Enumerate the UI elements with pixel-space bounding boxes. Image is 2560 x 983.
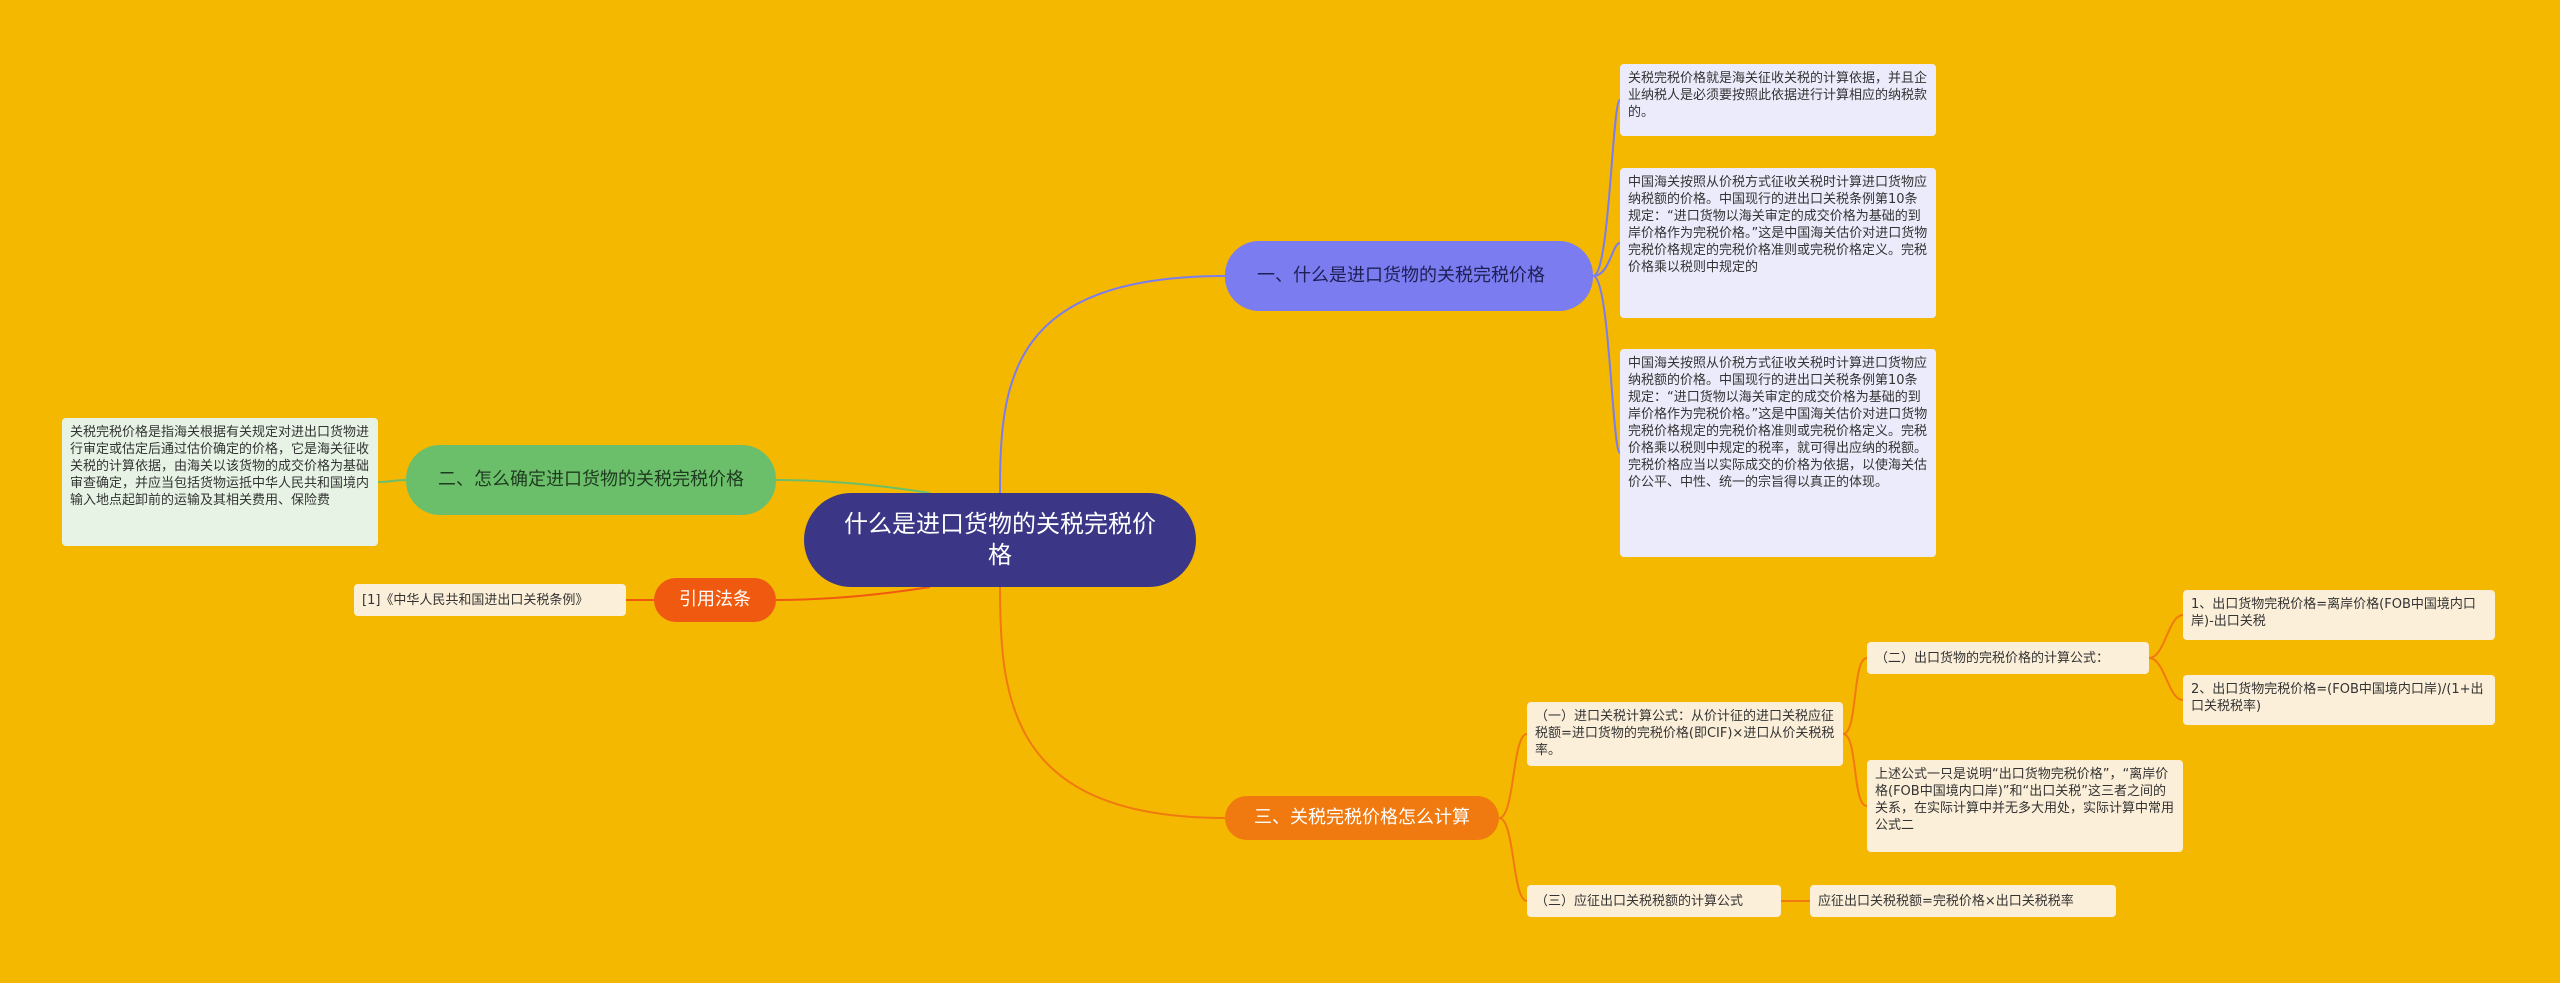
sub-formula-note[interactable]: 上述公式一只是说明“出口货物完税价格”，“离岸价格(FOB中国境内口岸)”和“出… bbox=[1867, 760, 2183, 852]
leaf-definition-1[interactable]: 关税完税价格就是海关征收关税的计算依据，并且企业纳税人是必须要按照此依据进行计算… bbox=[1620, 64, 1936, 136]
sub-import-duty-formula[interactable]: （一）进口关税计算公式：从价计征的进口关税应征税额=进口货物的完税价格(即CIF… bbox=[1527, 702, 1843, 766]
branch-how-to-calculate[interactable]: 三、关税完税价格怎么计算 bbox=[1225, 796, 1499, 840]
leaf-law-reference[interactable]: [1]《中华人民共和国进出口关税条例》 bbox=[354, 584, 626, 616]
sub-export-duty-formula[interactable]: （三）应征出口关税税额的计算公式 bbox=[1527, 885, 1781, 917]
sub-export-duty-equation[interactable]: 应征出口关税税额=完税价格×出口关税税率 bbox=[1810, 885, 2116, 917]
leaf-determination[interactable]: 关税完税价格是指海关根据有关规定对进出口货物进行审定或估定后通过估价确定的价格，… bbox=[62, 418, 378, 546]
branch-how-to-determine[interactable]: 二、怎么确定进口货物的关税完税价格 bbox=[406, 445, 776, 515]
leaf-definition-2[interactable]: 中国海关按照从价税方式征收关税时计算进口货物应纳税额的价格。中国现行的进出口关税… bbox=[1620, 168, 1936, 318]
formula-2[interactable]: 2、出口货物完税价格=(FOB中国境内口岸)/(1+出口关税税率) bbox=[2183, 675, 2495, 725]
leaf-definition-3[interactable]: 中国海关按照从价税方式征收关税时计算进口货物应纳税额的价格。中国现行的进出口关税… bbox=[1620, 349, 1936, 557]
branch-what-is-customs-value[interactable]: 一、什么是进口货物的关税完税价格 bbox=[1225, 241, 1593, 311]
root-node[interactable]: 什么是进口货物的关税完税价格 bbox=[804, 493, 1196, 587]
branch-cited-law[interactable]: 引用法条 bbox=[654, 578, 776, 622]
sub-export-value-formula[interactable]: （二）出口货物的完税价格的计算公式： bbox=[1867, 642, 2149, 674]
formula-1[interactable]: 1、出口货物完税价格=离岸价格(FOB中国境内口岸)-出口关税 bbox=[2183, 590, 2495, 640]
